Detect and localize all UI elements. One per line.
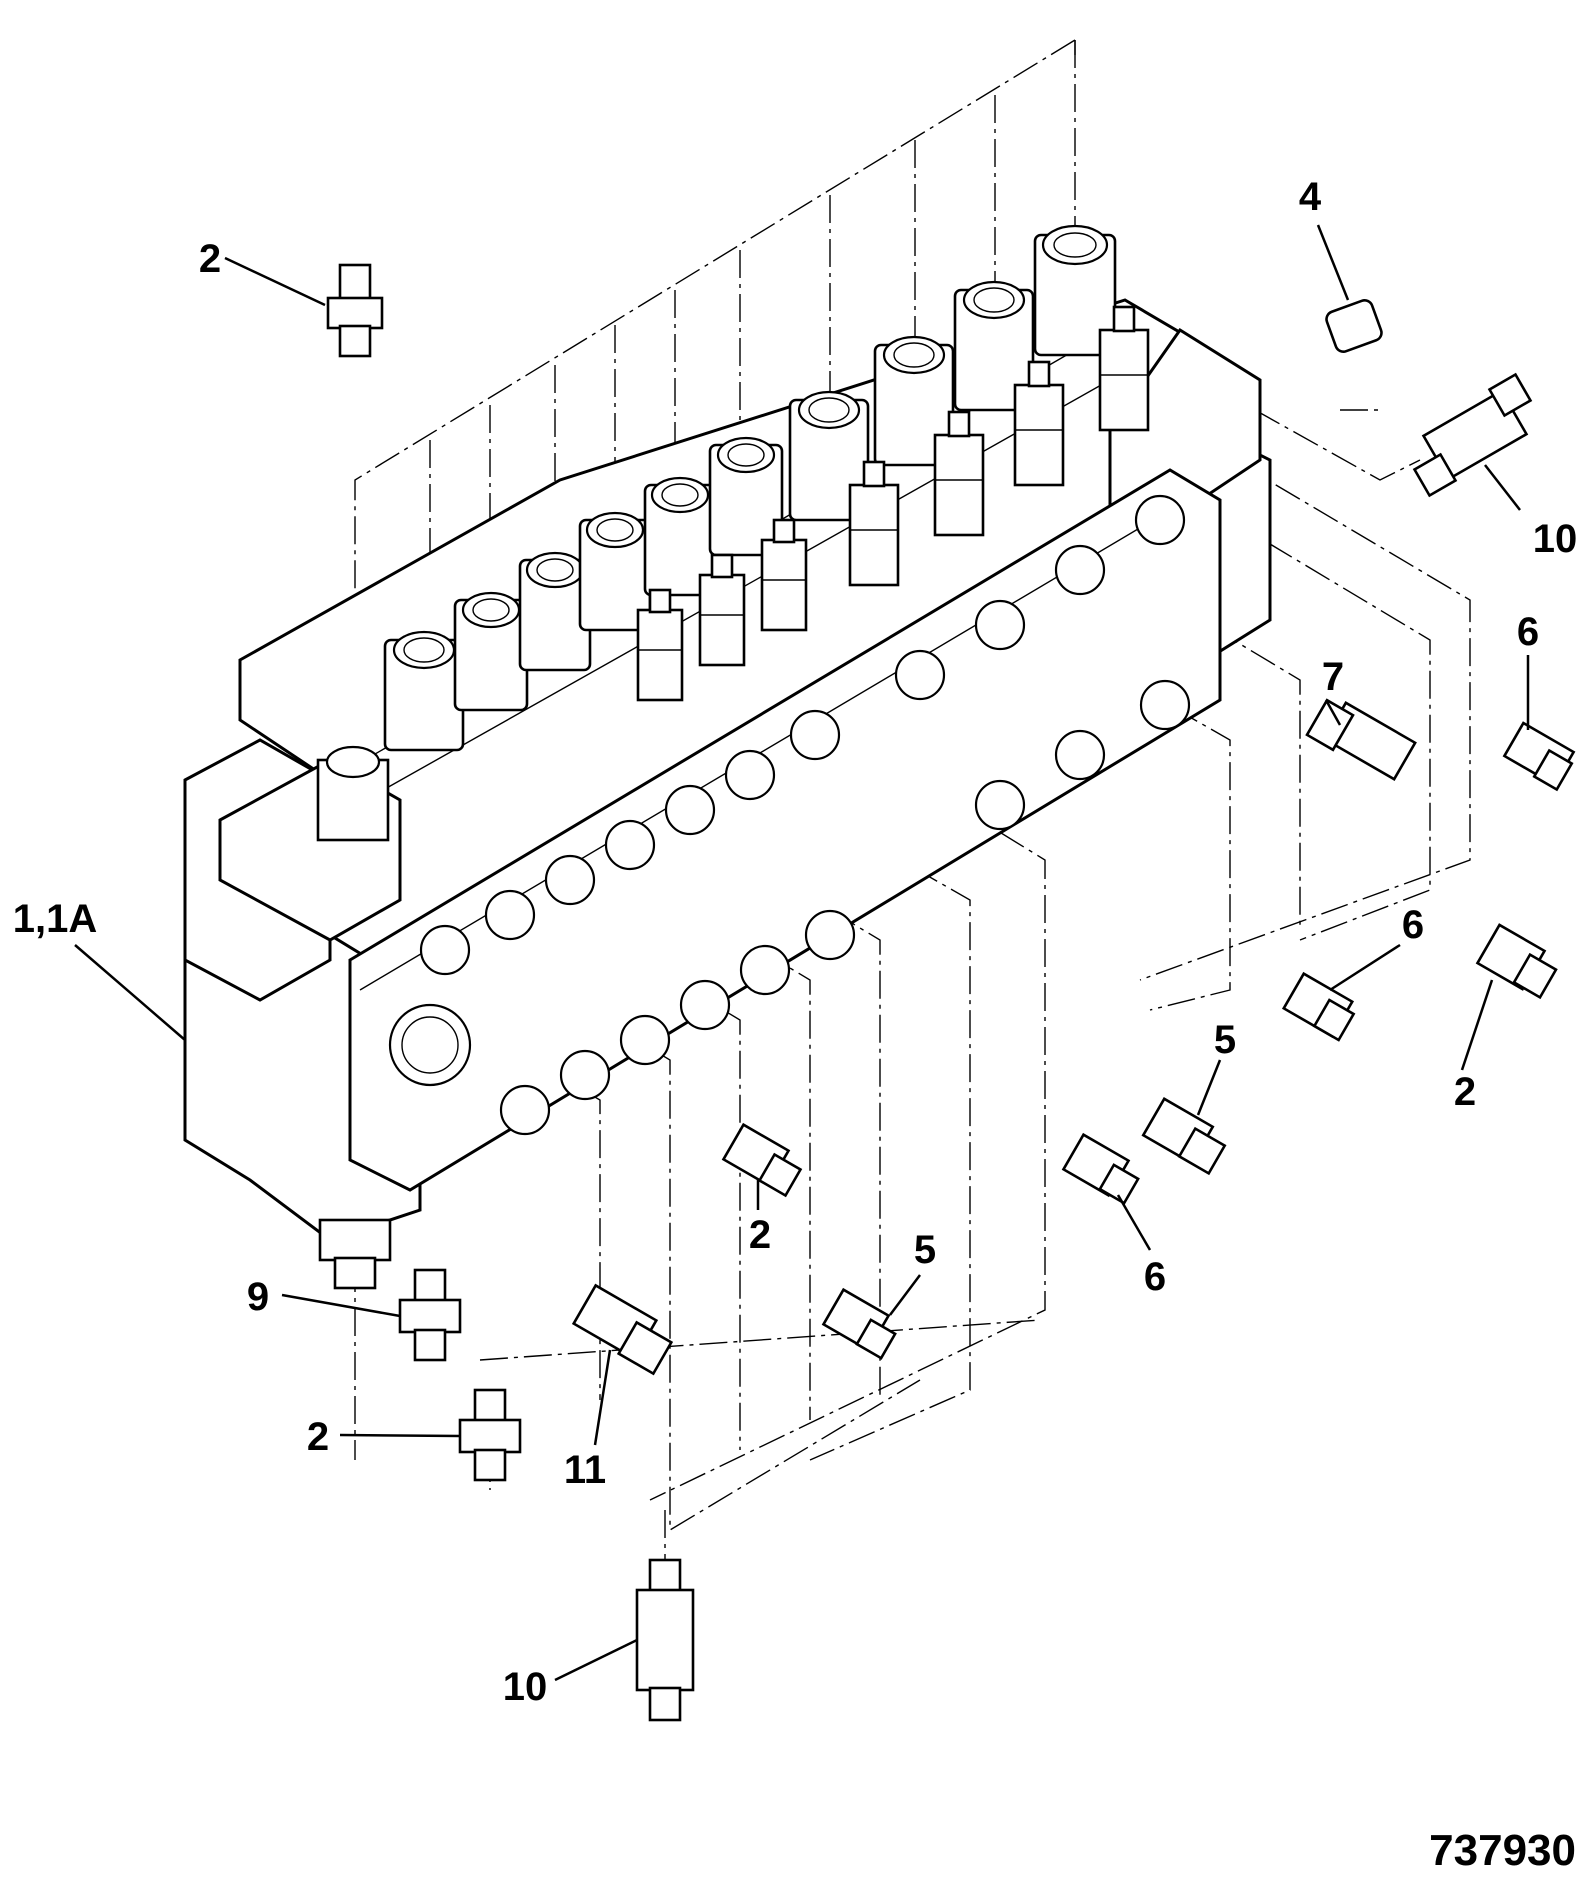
callout-label: 2 xyxy=(749,1213,771,1257)
adapter-2-lower xyxy=(458,1388,522,1482)
relief-valve-1 xyxy=(636,588,684,702)
adapter-9 xyxy=(398,1268,462,1362)
spool-cap-4 xyxy=(578,511,652,632)
adapter-2-top-left xyxy=(326,263,384,358)
callout-label: 7 xyxy=(1322,655,1344,699)
adapter-6-mid xyxy=(1281,971,1356,1042)
spool-cap-2 xyxy=(453,591,529,712)
front-ports xyxy=(388,494,1191,1136)
relief-valve-4 xyxy=(848,460,900,587)
callout-label: 11 xyxy=(564,1448,606,1492)
callout-label: 2 xyxy=(1454,1070,1476,1114)
adapter-2-center xyxy=(721,1122,803,1198)
relief-valve-2 xyxy=(698,553,746,667)
callout-label: 1,1A xyxy=(13,897,98,941)
spool-caps xyxy=(383,224,1117,752)
adapter-6-right xyxy=(1502,721,1576,792)
callout-label: 2 xyxy=(199,237,221,281)
adapter-5-lower xyxy=(821,1287,897,1360)
adapter-2-right xyxy=(1475,923,1558,1000)
adapter-10-bottom xyxy=(635,1558,695,1722)
callout-label: 4 xyxy=(1299,175,1322,219)
relief-valve-7 xyxy=(1098,305,1150,432)
callout-label: 5 xyxy=(1214,1018,1236,1062)
relief-valve-5 xyxy=(933,410,985,537)
adapter-10-right xyxy=(1412,372,1533,498)
adapter-11 xyxy=(571,1283,674,1376)
control-valve-block xyxy=(183,298,1272,1242)
spool-cap-9 xyxy=(953,280,1035,412)
spool-cap-8 xyxy=(873,335,955,467)
callout-label: 9 xyxy=(247,1275,269,1319)
relief-valve-3 xyxy=(760,518,808,632)
spool-cap-7 xyxy=(788,390,870,522)
callouts: 2 4 10 6 7 1,1A 6 2 5 2 6 5 9 2 11 10 xyxy=(13,175,1578,1709)
callout-label: 2 xyxy=(307,1415,329,1459)
callout-label: 6 xyxy=(1402,903,1424,947)
leader-lines xyxy=(74,224,1530,1682)
callout-label: 10 xyxy=(1533,517,1578,561)
relief-valve-6 xyxy=(1013,360,1065,487)
adapter-6-lower xyxy=(1061,1132,1140,1205)
figure-number: 737930 xyxy=(1429,1826,1576,1875)
relief-valves xyxy=(316,305,1150,842)
adapter-7 xyxy=(1305,698,1417,781)
callout-label: 6 xyxy=(1517,610,1539,654)
fittings xyxy=(318,263,1576,1722)
plug-4 xyxy=(1325,299,1383,353)
callout-label: 6 xyxy=(1144,1255,1166,1299)
inlet-port-top xyxy=(316,745,390,842)
callout-label: 5 xyxy=(914,1228,936,1272)
spool-cap-10 xyxy=(1033,224,1117,357)
hose-fitting-bottom xyxy=(318,1218,392,1290)
spool-cap-1 xyxy=(383,630,465,752)
callout-label: 10 xyxy=(503,1665,548,1709)
adapter-5-right xyxy=(1141,1097,1227,1176)
spool-cap-3 xyxy=(518,551,592,672)
spool-cap-6 xyxy=(708,436,784,557)
